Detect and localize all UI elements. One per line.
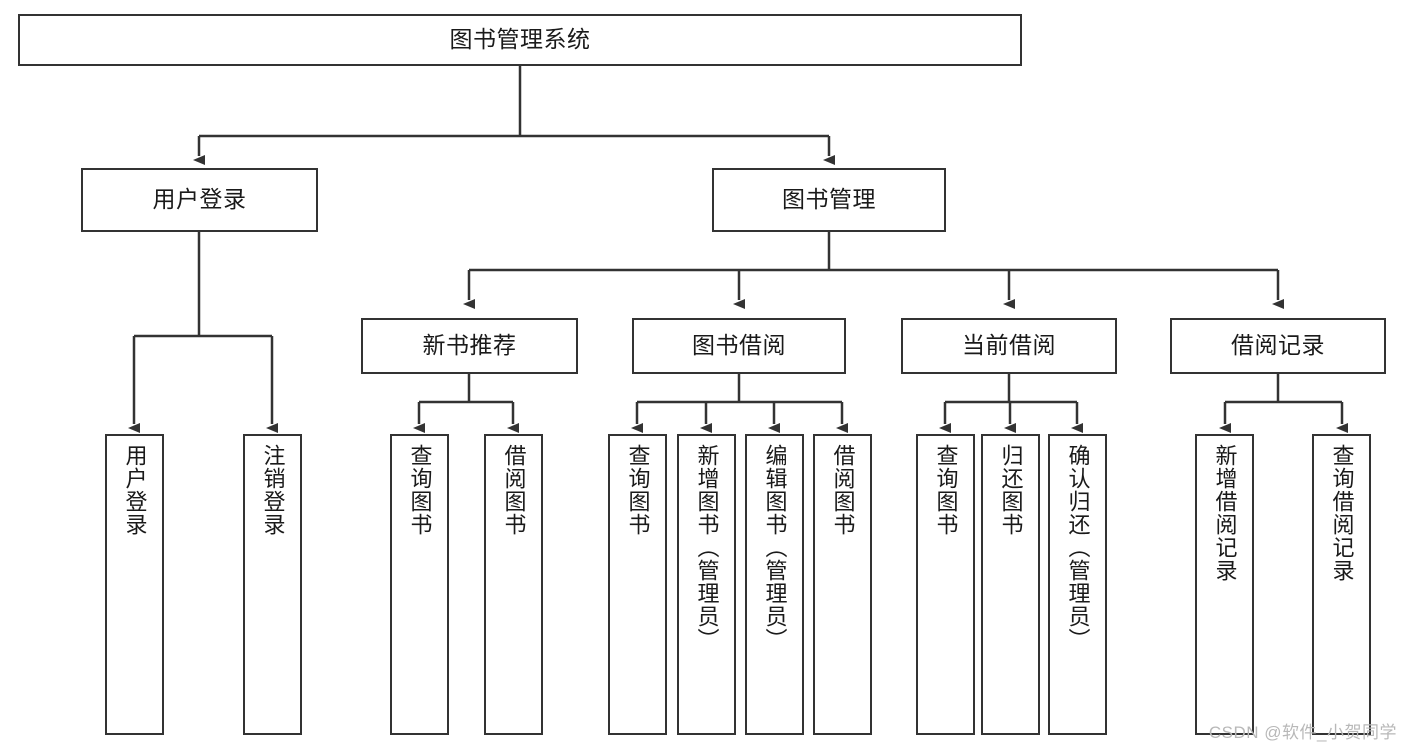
node-book-borrow[interactable]: 图书借阅 [632,318,846,374]
node-label: 当前借阅 [962,332,1056,359]
node-root-system[interactable]: 图书管理系统 [18,14,1022,66]
node-current-borrow[interactable]: 当前借阅 [901,318,1117,374]
node-leaf-return-book[interactable]: 归还图书 [981,434,1040,735]
node-label: 确认归还（管理员） [1065,444,1091,651]
node-leaf-borrow-book-recommend[interactable]: 借阅图书 [484,434,543,735]
node-borrow-record[interactable]: 借阅记录 [1170,318,1386,374]
node-label: 新增图书（管理员） [694,444,720,651]
node-leaf-query-book-recommend[interactable]: 查询图书 [390,434,449,735]
node-label: 查询图书 [407,444,433,536]
node-leaf-borrow-book[interactable]: 借阅图书 [813,434,872,735]
node-user-login[interactable]: 用户登录 [81,168,318,232]
node-leaf-query-book-current[interactable]: 查询图书 [916,434,975,735]
node-leaf-query-book-borrow[interactable]: 查询图书 [608,434,667,735]
node-label: 新书推荐 [422,332,517,359]
node-label: 查询图书 [933,444,959,536]
node-leaf-query-borrow-record[interactable]: 查询借阅记录 [1312,434,1371,735]
node-leaf-confirm-return-admin[interactable]: 确认归还（管理员） [1048,434,1107,735]
node-leaf-add-book-admin[interactable]: 新增图书（管理员） [677,434,736,735]
node-leaf-add-borrow-record[interactable]: 新增借阅记录 [1195,434,1254,735]
node-label: 新增借阅记录 [1212,444,1238,582]
node-leaf-logout-login[interactable]: 注销登录 [243,434,302,735]
node-label: 借阅记录 [1231,332,1325,359]
node-label: 借阅图书 [830,444,856,536]
node-label: 归还图书 [998,444,1024,536]
node-leaf-user-login[interactable]: 用户登录 [105,434,164,735]
node-label: 图书管理 [782,186,876,213]
node-new-book-recommend[interactable]: 新书推荐 [361,318,578,374]
node-label: 注销登录 [260,444,286,536]
node-label: 编辑图书（管理员） [762,444,788,651]
node-book-manage[interactable]: 图书管理 [712,168,946,232]
node-label: 查询借阅记录 [1329,444,1355,582]
node-label: 查询图书 [625,444,651,536]
node-label: 用户登录 [122,444,148,536]
watermark-text: CSDN @软件_小贺同学 [1208,723,1397,742]
node-label: 图书管理系统 [449,26,591,53]
node-leaf-edit-book-admin[interactable]: 编辑图书（管理员） [745,434,804,735]
node-label: 用户登录 [152,186,247,213]
node-label: 借阅图书 [501,444,527,536]
node-label: 图书借阅 [692,332,786,359]
